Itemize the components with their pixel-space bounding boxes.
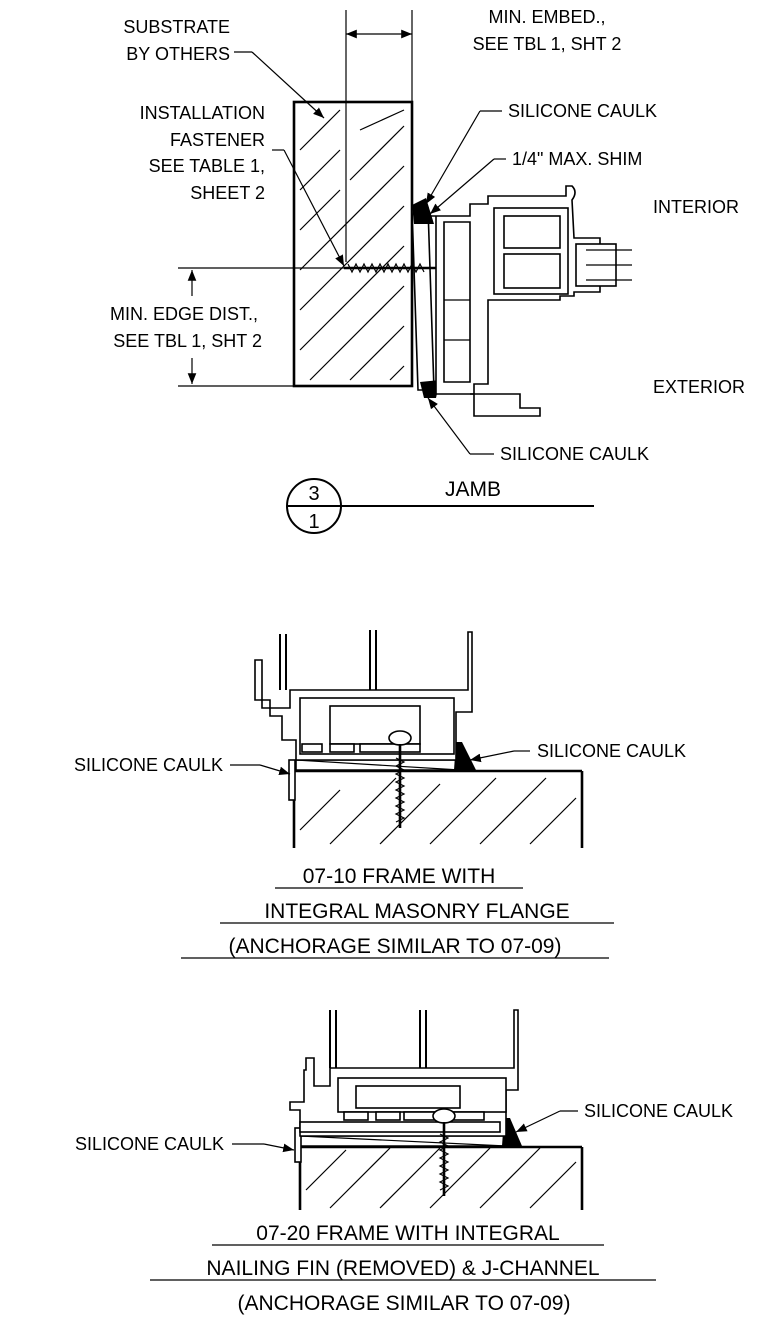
label-min-edge-dist-line-1: MIN. EDGE DIST., bbox=[110, 304, 258, 324]
callout-title: JAMB bbox=[445, 478, 501, 501]
jamb-frame-profile bbox=[428, 185, 632, 417]
label-shim-text: 1/4" MAX. SHIM bbox=[512, 149, 642, 169]
label-silicone-caulk-bottom: SILICONE CAULK bbox=[427, 397, 649, 464]
jamb-detail: SUBSTRATE BY OTHERS MIN. EMBED., SEE TBL… bbox=[110, 7, 745, 534]
detail-0720-right-callout: SILICONE CAULK bbox=[515, 1101, 733, 1133]
edge-distance-dimension bbox=[178, 267, 350, 387]
detail-0720: SILICONE CAULK SILICONE CAULK 07-20 FRAM… bbox=[75, 1009, 733, 1315]
label-min-edge-dist-line-2: SEE TBL 1, SHT 2 bbox=[113, 331, 262, 351]
label-min-embed-line-1: MIN. EMBED., bbox=[488, 7, 605, 27]
label-min-edge-dist: MIN. EDGE DIST., SEE TBL 1, SHT 2 bbox=[110, 304, 262, 351]
detail-0710-right-label: SILICONE CAULK bbox=[537, 741, 686, 761]
label-silicone-caulk-top-text: SILICONE CAULK bbox=[508, 101, 657, 121]
label-silicone-caulk-bottom-text: SILICONE CAULK bbox=[500, 444, 649, 464]
detail-0720-title-line-3: (ANCHORAGE SIMILAR TO 07-09) bbox=[238, 1292, 571, 1315]
detail-0720-substrate bbox=[298, 1145, 584, 1210]
detail-0710-title-line-1: 07-10 FRAME WITH bbox=[303, 865, 496, 888]
label-exterior: EXTERIOR bbox=[653, 377, 745, 397]
detail-0710: SILICONE CAULK SILICONE CAULK 07-10 FRAM… bbox=[74, 630, 686, 959]
label-min-embed-line-2: SEE TBL 1, SHT 2 bbox=[473, 34, 622, 54]
detail-0720-left-label: SILICONE CAULK bbox=[75, 1134, 224, 1154]
label-fastener-line-4: SHEET 2 bbox=[190, 183, 265, 203]
detail-0710-left-label: SILICONE CAULK bbox=[74, 755, 223, 775]
detail-0710-right-callout: SILICONE CAULK bbox=[469, 741, 686, 763]
label-fastener-line-3: SEE TABLE 1, bbox=[149, 156, 265, 176]
jamb-substrate bbox=[292, 10, 414, 388]
label-min-embed: MIN. EMBED., SEE TBL 1, SHT 2 bbox=[473, 7, 622, 54]
detail-0720-right-label: SILICONE CAULK bbox=[584, 1101, 733, 1121]
label-substrate-line-1: SUBSTRATE bbox=[123, 17, 230, 37]
detail-0720-title-line-1: 07-20 FRAME WITH INTEGRAL bbox=[256, 1222, 559, 1245]
detail-0720-left-callout: SILICONE CAULK bbox=[75, 1134, 295, 1154]
callout-sheet-number: 1 bbox=[308, 511, 319, 533]
detail-0720-fastener bbox=[432, 1108, 456, 1196]
label-substrate: SUBSTRATE BY OTHERS bbox=[123, 17, 325, 119]
callout-detail-number: 3 bbox=[308, 483, 319, 505]
detail-0710-substrate bbox=[292, 769, 584, 848]
label-fastener-line-1: INSTALLATION bbox=[140, 103, 265, 123]
label-interior: INTERIOR bbox=[653, 197, 739, 217]
detail-0710-frame-profile bbox=[254, 630, 473, 761]
detail-0710-left-callout: SILICONE CAULK bbox=[74, 755, 291, 776]
label-shim: 1/4" MAX. SHIM bbox=[429, 149, 642, 215]
detail-0720-frame-profile bbox=[289, 1009, 519, 1137]
label-fastener-line-2: FASTENER bbox=[170, 130, 265, 150]
detail-0710-fastener bbox=[388, 730, 412, 828]
label-substrate-line-2: BY OTHERS bbox=[126, 44, 230, 64]
detail-0710-title: 07-10 FRAME WITH INTEGRAL MASONRY FLANGE… bbox=[181, 865, 614, 959]
jamb-callout: 3 1 JAMB bbox=[286, 478, 594, 534]
jamb-shim bbox=[411, 198, 440, 398]
detail-0720-title-line-2: NAILING FIN (REMOVED) & J-CHANNEL bbox=[206, 1257, 599, 1280]
detail-0710-title-line-3: (ANCHORAGE SIMILAR TO 07-09) bbox=[229, 935, 562, 958]
detail-0710-title-line-2: INTEGRAL MASONRY FLANGE bbox=[264, 900, 569, 923]
detail-0720-title: 07-20 FRAME WITH INTEGRAL NAILING FIN (R… bbox=[150, 1222, 656, 1315]
label-installation-fastener: INSTALLATION FASTENER SEE TABLE 1, SHEET… bbox=[140, 103, 345, 267]
label-silicone-caulk-top: SILICONE CAULK bbox=[425, 101, 657, 205]
